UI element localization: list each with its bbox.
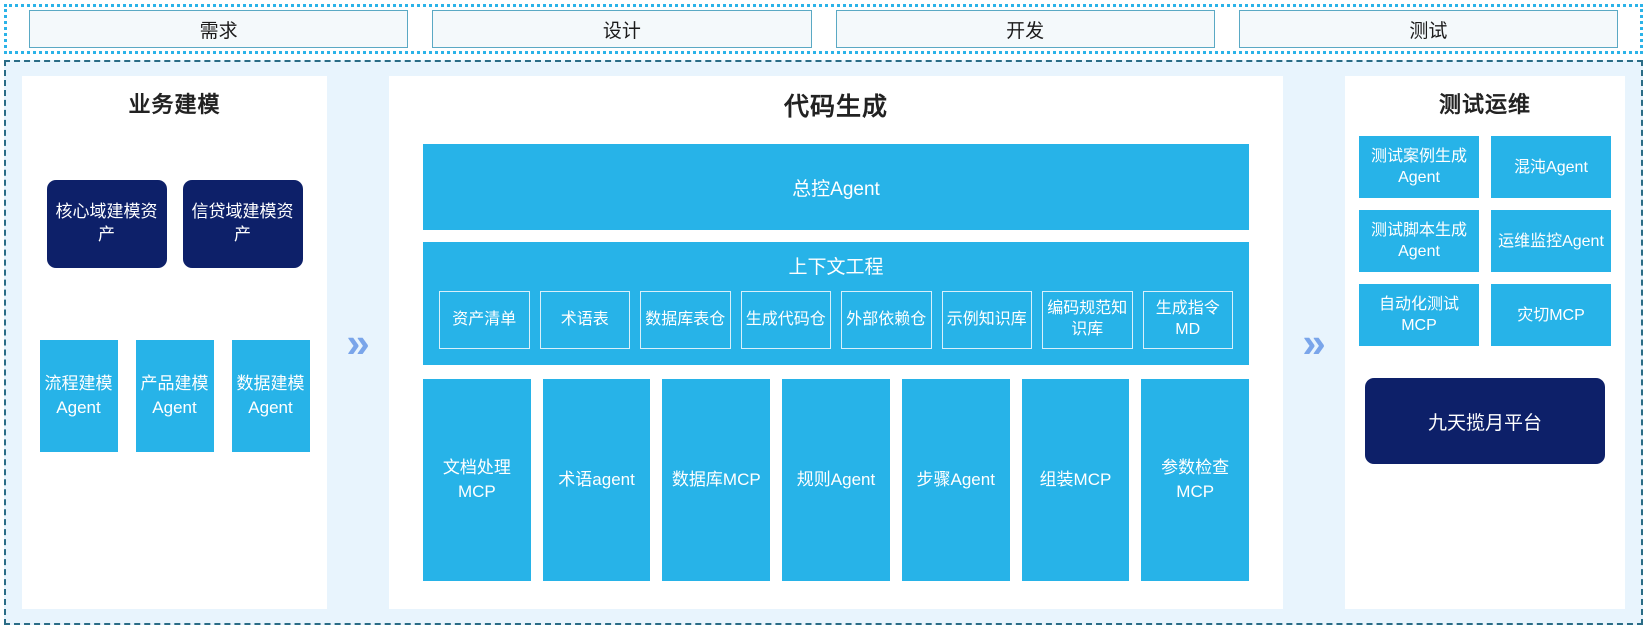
panel-business-modeling: 业务建模 核心域建模资产 信贷域建模资产 流程建模Agent 产品建模Agent…: [22, 76, 327, 609]
context-item-external-dependency-repo[interactable]: 外部依赖仓: [841, 291, 932, 349]
double-chevron-right-icon: »: [346, 318, 370, 366]
asset-card-credit-domain[interactable]: 信贷域建模资产: [182, 180, 303, 269]
tool-card-glossary-agent[interactable]: 术语agent: [542, 379, 651, 581]
context-item-example-knowledge-base[interactable]: 示例知识库: [941, 291, 1032, 349]
flow-arrow-right: »: [1283, 76, 1345, 609]
asset-card-core-domain[interactable]: 核心域建模资产: [46, 180, 167, 269]
test-ops-grid: 测试案例生成Agent 混沌Agent 测试脚本生成Agent 运维监控Agen…: [1359, 136, 1611, 347]
panel-code-generation: 代码生成 总控Agent 上下文工程 资产清单 术语表 数据库表仓 生成代码仓 …: [389, 76, 1283, 609]
stage-box-testing[interactable]: 测试: [1238, 10, 1618, 48]
agent-card-process-modeling[interactable]: 流程建模Agent: [39, 340, 118, 453]
context-item-coding-standard-knowledge-base[interactable]: 编码规范知识库: [1042, 291, 1133, 349]
panel-title-test-ops: 测试运维: [1438, 92, 1531, 117]
context-item-generated-code-repo[interactable]: 生成代码仓: [740, 291, 831, 349]
main-body-area: 业务建模 核心域建模资产 信贷域建模资产 流程建模Agent 产品建模Agent…: [4, 60, 1643, 625]
context-engineering-items: 资产清单 术语表 数据库表仓 生成代码仓 外部依赖仓 示例知识库 编码规范知识库…: [439, 291, 1233, 349]
agent-card-product-modeling[interactable]: 产品建模Agent: [135, 340, 214, 453]
context-engineering-block: 上下文工程 资产清单 术语表 数据库表仓 生成代码仓 外部依赖仓 示例知识库 编…: [423, 242, 1249, 365]
tool-card-database-mcp[interactable]: 数据库MCP: [662, 379, 771, 581]
tool-card-step-agent[interactable]: 步骤Agent: [901, 379, 1010, 581]
stage-strip: 需求 设计 开发 测试: [4, 4, 1643, 54]
agent-card-data-modeling[interactable]: 数据建模Agent: [231, 340, 310, 453]
code-generation-tool-row: 文档处理MCP 术语agent 数据库MCP 规则Agent 步骤Agent 组…: [423, 379, 1250, 595]
ops-card-ops-monitoring-agent[interactable]: 运维监控Agent: [1491, 210, 1611, 273]
context-item-asset-list[interactable]: 资产清单: [439, 291, 530, 349]
tool-card-document-processing-mcp[interactable]: 文档处理MCP: [423, 379, 531, 581]
stage-box-requirements[interactable]: 需求: [29, 10, 409, 48]
platform-card-jiutian-lanyue[interactable]: 九天揽月平台: [1365, 378, 1605, 465]
context-engineering-title: 上下文工程: [788, 257, 884, 278]
double-chevron-right-icon: »: [1302, 318, 1326, 366]
context-item-db-table-repo[interactable]: 数据库表仓: [640, 291, 731, 349]
tool-card-parameter-check-mcp[interactable]: 参数检查MCP: [1141, 379, 1250, 581]
ops-card-test-case-generation-agent[interactable]: 测试案例生成Agent: [1359, 136, 1479, 199]
context-item-generation-instruction-md[interactable]: 生成指令MD: [1142, 291, 1233, 349]
panel-test-ops: 测试运维 测试案例生成Agent 混沌Agent 测试脚本生成Agent 运维监…: [1345, 76, 1625, 609]
panel-title-code-generation: 代码生成: [783, 93, 888, 121]
ops-card-test-script-generation-agent[interactable]: 测试脚本生成Agent: [1359, 210, 1479, 273]
tool-card-rule-agent[interactable]: 规则Agent: [782, 379, 890, 581]
ops-card-disaster-switch-mcp[interactable]: 灾切MCP: [1491, 284, 1611, 347]
tool-card-assembly-mcp[interactable]: 组装MCP: [1021, 379, 1130, 581]
master-agent-bar[interactable]: 总控Agent: [423, 144, 1249, 230]
context-item-glossary[interactable]: 术语表: [539, 291, 630, 349]
ops-card-automated-test-mcp[interactable]: 自动化测试MCP: [1359, 284, 1479, 347]
ops-card-chaos-agent[interactable]: 混沌Agent: [1491, 136, 1611, 199]
panel-title-business-modeling: 业务建模: [128, 92, 221, 117]
business-asset-row: 核心域建模资产 信贷域建模资产: [36, 180, 313, 269]
stage-box-development[interactable]: 开发: [835, 10, 1215, 48]
business-agent-row: 流程建模Agent 产品建模Agent 数据建模Agent: [36, 340, 313, 453]
flow-arrow-left: »: [327, 76, 389, 609]
stage-box-design[interactable]: 设计: [432, 10, 812, 48]
